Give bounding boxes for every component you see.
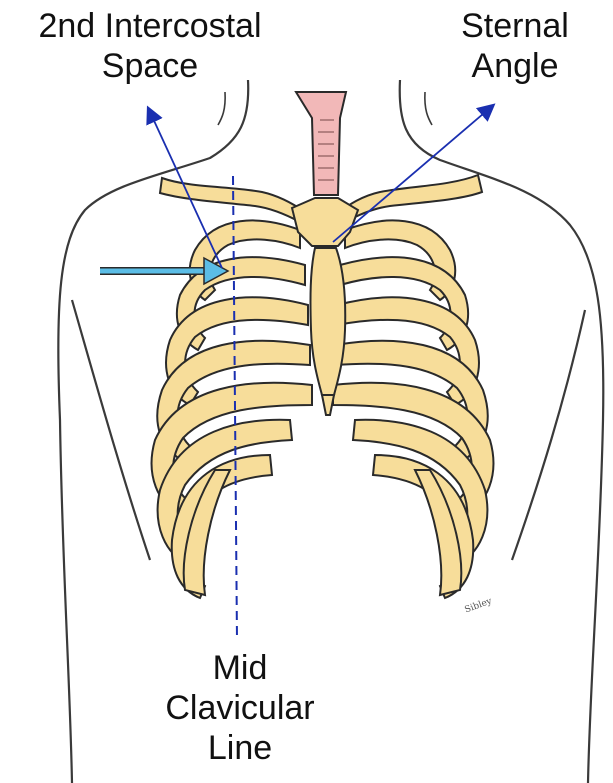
intercostal-label-line2: Space (0, 46, 300, 86)
mid-clavicular-line-label: Mid Clavicular Line (130, 648, 350, 768)
pointer-arrow (100, 258, 228, 284)
artist-signature: Sibley (463, 596, 494, 615)
trachea (296, 92, 346, 195)
sternal-angle-label-line2: Angle (420, 46, 610, 86)
sternal-angle-label: Sternal Angle (420, 6, 610, 86)
mid-clavicular-label-line2: Clavicular (130, 688, 350, 728)
mid-clavicular-label-line1: Mid (130, 648, 350, 688)
intercostal-space-label: 2nd Intercostal Space (0, 6, 300, 86)
mid-clavicular-label-line3: Line (130, 728, 350, 768)
sternal-angle-label-line1: Sternal (420, 6, 610, 46)
intercostal-label-line1: 2nd Intercostal (0, 6, 300, 46)
